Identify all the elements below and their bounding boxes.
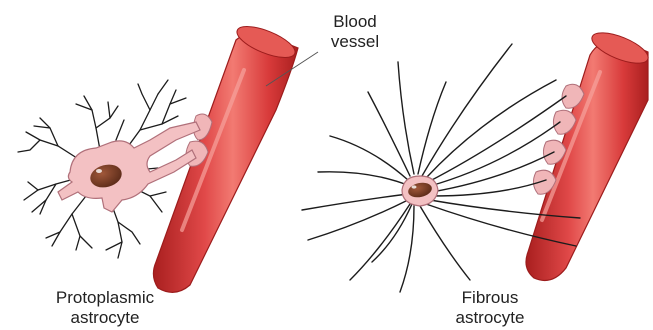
fibrous-astrocyte-label: Fibrous astrocyte xyxy=(420,288,560,328)
fibrous-label-line-2: astrocyte xyxy=(420,308,560,328)
protoplasmic-label-line-2: astrocyte xyxy=(20,308,190,328)
blood-vessel-label-line-2: vessel xyxy=(300,32,410,52)
left-blood-vessel xyxy=(153,20,298,292)
blood-vessel-label: Blood vessel xyxy=(300,12,410,52)
protoplasmic-astrocyte-label: Protoplasmic astrocyte xyxy=(20,288,190,328)
blood-vessel-label-line-1: Blood xyxy=(300,12,410,32)
fibrous-label-line-1: Fibrous xyxy=(420,288,560,308)
protoplasmic-label-line-1: Protoplasmic xyxy=(20,288,190,308)
